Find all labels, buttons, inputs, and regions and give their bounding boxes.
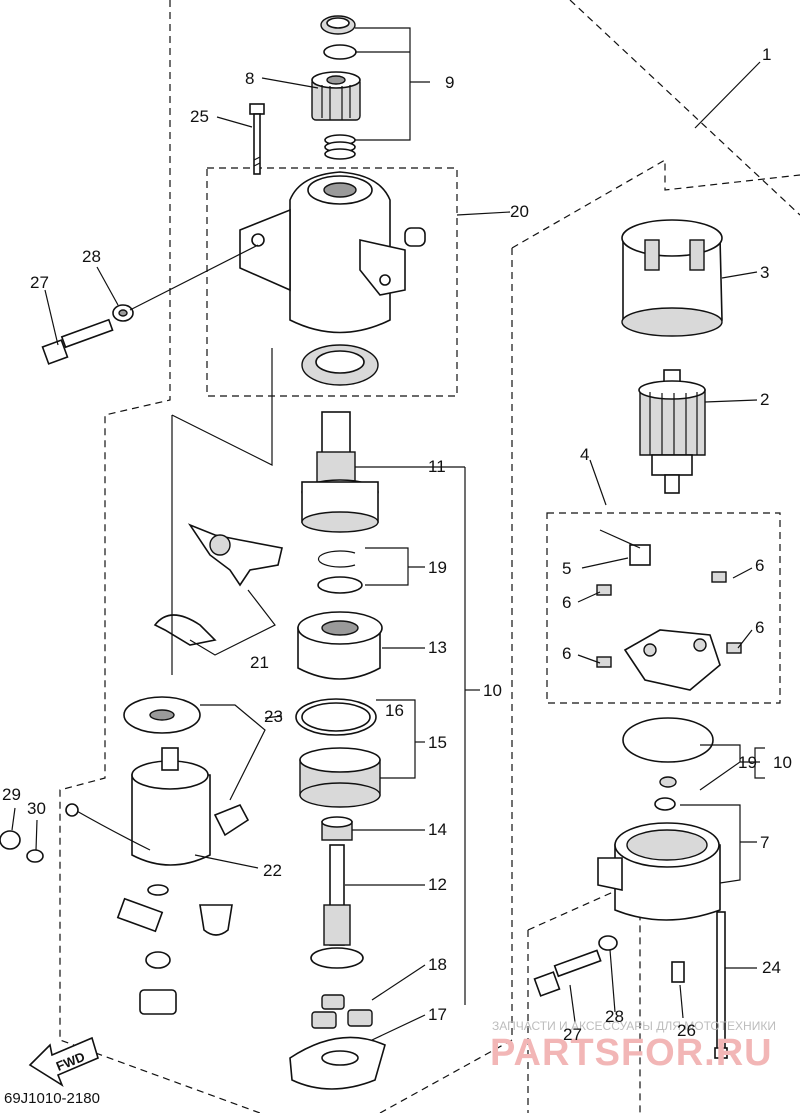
part-25-long-bolt (249, 103, 265, 175)
callout-4: 4 (580, 445, 589, 464)
part-19-clips (317, 550, 363, 594)
callout-14: 14 (428, 820, 447, 839)
callout-10-b: 10 (773, 753, 792, 772)
callout-6-a: 6 (755, 556, 764, 575)
callout-24: 24 (762, 958, 781, 977)
callout-6-d: 6 (562, 644, 571, 663)
part-19-right-plate (622, 717, 714, 811)
part-7-rear-bracket (597, 822, 721, 921)
part-29-30-nut-washer (0, 830, 44, 863)
callout-26: 26 (677, 1021, 696, 1040)
callout-20: 20 (510, 202, 529, 221)
callout-labels: 1 2 3 4 5 6 6 6 6 7 8 9 10 10 11 12 13 1… (2, 45, 792, 1044)
part-27-bolt-left (41, 318, 114, 365)
part-27-28-bolt-right (533, 935, 618, 997)
callout-11: 11 (428, 457, 446, 476)
part-17-plate (289, 1036, 386, 1090)
small-hardware (116, 884, 233, 1015)
part-24-through-bolt (714, 911, 728, 1059)
callout-6-b: 6 (562, 593, 571, 612)
part-15-sleeve (299, 747, 381, 808)
part-18-planet-gears (311, 994, 373, 1029)
callout-5: 5 (562, 559, 571, 578)
part-26-screw (671, 961, 685, 983)
part-9-spring (324, 134, 356, 160)
callout-19-a: 19 (428, 558, 447, 577)
callout-15: 15 (428, 733, 447, 752)
part-21-brush-holder (153, 523, 283, 646)
part-16-ring (295, 698, 377, 736)
callout-27-b: 27 (563, 1025, 582, 1044)
part-13-clutch (297, 611, 383, 680)
callout-10-a: 10 (483, 681, 502, 700)
callout-18: 18 (428, 955, 447, 974)
part-8-pinion-gear (311, 71, 361, 121)
callout-8: 8 (245, 69, 254, 88)
callout-1: 1 (762, 45, 771, 64)
watermark-caption: ЗАПЧАСТИ И АКСЕССУАРЫ ДЛЯ МОТОТЕХНИКИ (492, 1019, 776, 1033)
callout-7: 7 (760, 833, 769, 852)
part-3-yoke (621, 219, 723, 337)
part-28-washer-left (112, 304, 134, 322)
leader-lines (11, 27, 765, 1041)
part-2-armature (638, 369, 706, 494)
fwd-arrow-icon: FWD (28, 1036, 99, 1087)
callout-2: 2 (760, 390, 769, 409)
part-14-bushing (321, 816, 353, 841)
part-9-seal-ring (320, 15, 357, 60)
watermark-logo: PARTSFOR.RU (490, 1032, 773, 1074)
part-11-shaft-gear (301, 411, 379, 533)
callout-16: 16 (385, 701, 404, 720)
callout-22: 22 (263, 861, 282, 880)
callout-9: 9 (445, 73, 454, 92)
callout-30: 30 (27, 799, 46, 818)
callout-29: 29 (2, 785, 21, 804)
callout-13: 13 (428, 638, 447, 657)
callout-25: 25 (190, 107, 209, 126)
part-22-solenoid (65, 747, 211, 866)
part-23-cover-plate (123, 696, 250, 837)
callout-23: 23 (264, 707, 283, 726)
callout-28-b: 28 (605, 1007, 624, 1026)
callout-19-b: 19 (738, 753, 757, 772)
callout-6-c: 6 (755, 618, 764, 637)
part-20-front-bracket (239, 171, 426, 334)
assembly-outlines (59, 0, 800, 1113)
bearing (301, 344, 379, 386)
part-4-brush-assembly (596, 529, 742, 691)
callout-28-a: 28 (82, 247, 101, 266)
callout-12: 12 (428, 875, 447, 894)
callout-21: 21 (250, 653, 269, 672)
callout-3: 3 (760, 263, 769, 282)
callout-17: 17 (428, 1005, 447, 1024)
callout-27-a: 27 (30, 273, 49, 292)
diagram-code: 69J1010-2180 (4, 1090, 100, 1107)
part-12-drive-shaft (310, 844, 364, 969)
